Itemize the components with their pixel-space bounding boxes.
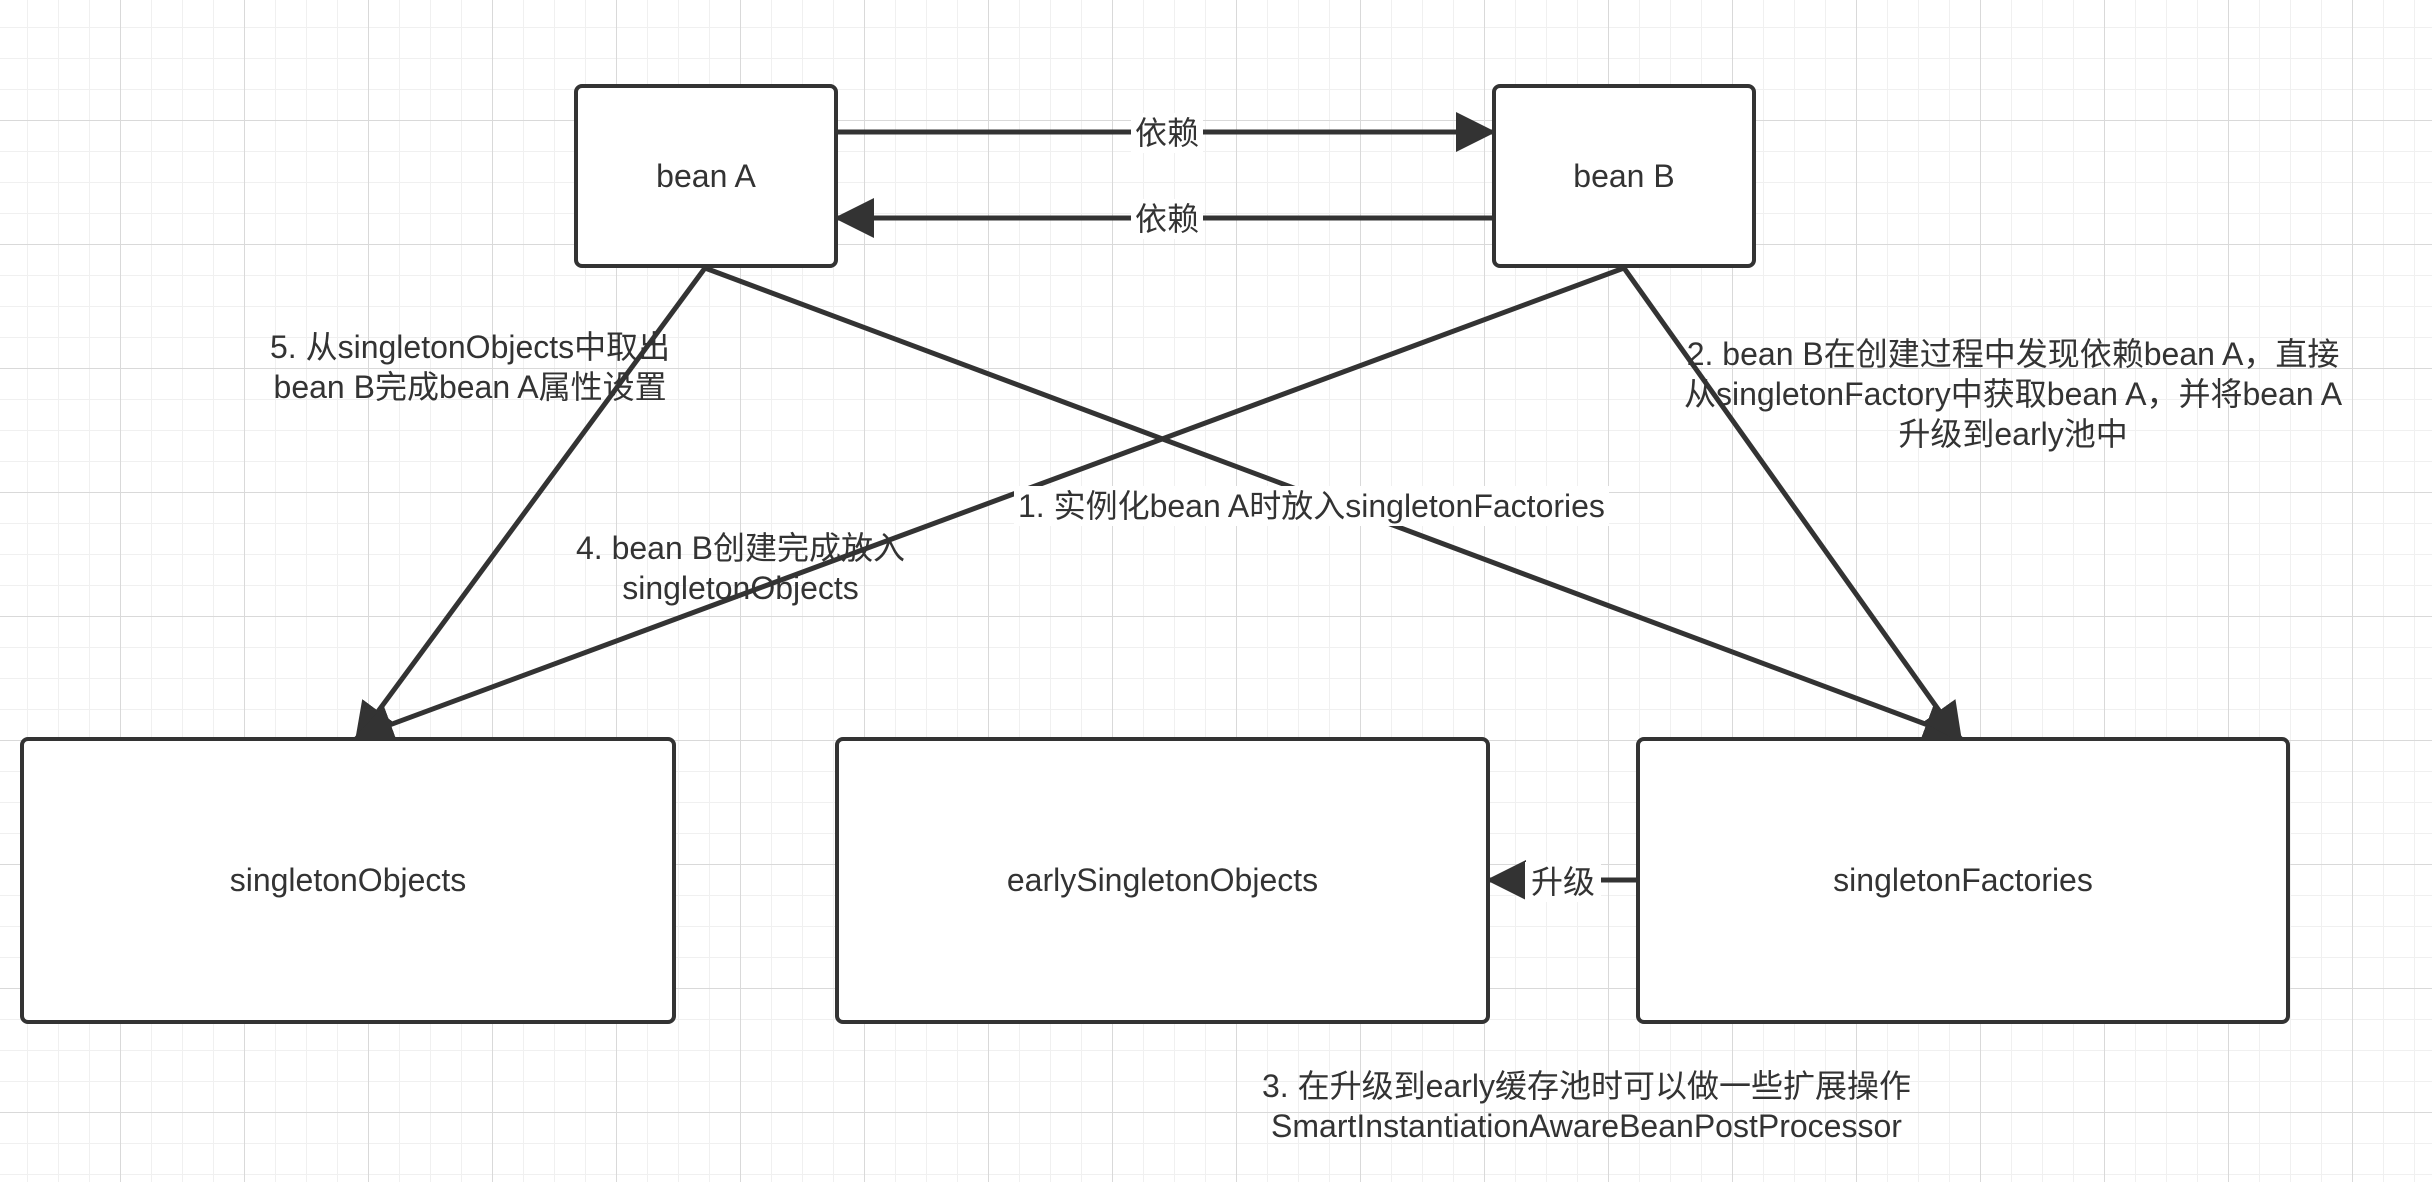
step3-line-1: 3. 在升级到early缓存池时可以做一些扩展操作 <box>1262 1068 1911 1104</box>
step3-line-2: SmartInstantiationAwareBeanPostProcessor <box>1271 1108 1902 1144</box>
node-early-singleton-objects-label: earlySingletonObjects <box>1006 862 1319 898</box>
step2-label: 2. bean B在创建过程中发现依赖bean A，直接 从singletonF… <box>1684 334 2342 454</box>
step4-label: 4. bean B创建完成放入 singletonObjects <box>576 528 905 608</box>
edge-label-upgrade: 升级 <box>1525 862 1602 902</box>
node-bean-b[interactable]: bean B <box>1492 84 1756 268</box>
edge-step2[interactable] <box>1621 266 1963 744</box>
step3-label: 3. 在升级到early缓存池时可以做一些扩展操作 SmartInstantia… <box>1262 1066 1911 1146</box>
step4-line-2: singletonObjects <box>622 570 859 606</box>
node-bean-a-label: bean A <box>656 157 756 194</box>
step5-label: 5. 从singletonObjects中取出 bean B完成bean A属性… <box>270 327 670 407</box>
step5-line-2: bean B完成bean A属性设置 <box>273 369 667 405</box>
step2-line-1: 2. bean B在创建过程中发现依赖bean A，直接 <box>1686 336 2340 372</box>
node-singleton-objects[interactable]: singletonObjects <box>20 737 676 1024</box>
node-singleton-objects-label: singletonObjects <box>229 862 467 898</box>
step2-line-2: 从singletonFactory中获取bean A，并将bean A <box>1684 376 2343 412</box>
edge-label-a-depends-b: 依赖 <box>1131 113 1204 153</box>
edge-step5[interactable] <box>354 266 708 744</box>
node-early-singleton-objects[interactable]: earlySingletonObjects <box>835 737 1490 1024</box>
step1-label: 1. 实例化bean A时放入singletonFactories <box>1014 486 1609 526</box>
node-bean-a[interactable]: bean A <box>574 84 838 268</box>
node-singleton-factories-label: singletonFactories <box>1833 862 2093 898</box>
node-bean-b-label: bean B <box>1573 157 1675 194</box>
node-singleton-factories[interactable]: singletonFactories <box>1636 737 2290 1024</box>
edge-label-b-depends-a: 依赖 <box>1131 199 1204 239</box>
edge-step4[interactable] <box>353 265 1625 744</box>
step2-line-3: 升级到early池中 <box>1898 416 2128 452</box>
step4-line-1: 4. bean B创建完成放入 <box>576 530 906 566</box>
step5-line-1: 5. 从singletonObjects中取出 <box>270 329 671 365</box>
